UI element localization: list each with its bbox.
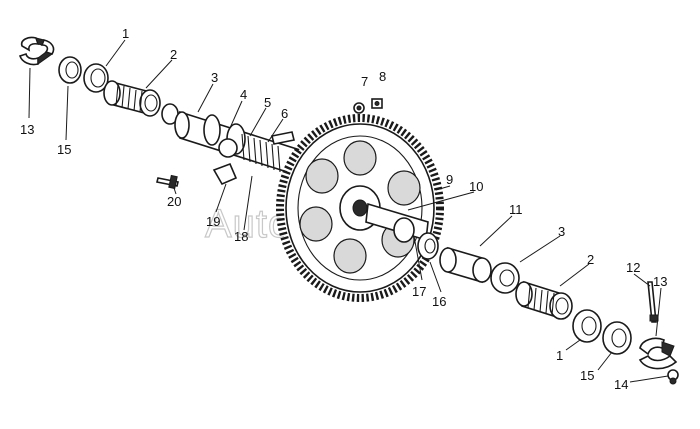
roller-bearing-left <box>103 80 161 117</box>
callout-12: 12 <box>626 260 640 275</box>
shaft-right-section <box>365 202 439 260</box>
ring-1-left <box>83 63 109 93</box>
nut-8 <box>371 98 383 109</box>
callout-15-left: 15 <box>57 142 71 157</box>
shaft-left-section <box>174 110 301 178</box>
nut-7 <box>353 102 365 114</box>
clamp-right <box>638 337 678 370</box>
ring-15-left <box>58 56 82 84</box>
callout-3-left: 3 <box>211 70 218 85</box>
callout-6: 6 <box>281 106 288 121</box>
callout-20: 20 <box>167 194 181 209</box>
callout-labels: 1 2 3 4 5 6 7 8 9 10 11 3 2 12 13 1 15 1… <box>20 26 667 392</box>
leader-lines <box>28 39 669 383</box>
washer-3-right <box>490 262 520 294</box>
callout-3-right: 3 <box>558 224 565 239</box>
callout-14: 14 <box>614 377 628 392</box>
roller-bearing-right <box>515 280 573 320</box>
callout-9: 9 <box>446 172 453 187</box>
callout-13-left: 13 <box>20 122 34 137</box>
bushing-11 <box>439 246 492 284</box>
bolt-20 <box>156 174 179 190</box>
callout-1-left: 1 <box>122 26 129 41</box>
callout-13-right: 13 <box>653 274 667 289</box>
callout-10: 10 <box>469 179 483 194</box>
callout-7: 7 <box>361 74 368 89</box>
callout-4: 4 <box>240 87 247 102</box>
callout-2-left: 2 <box>170 47 177 62</box>
callout-17: 17 <box>412 284 426 299</box>
key-pieces <box>212 131 295 186</box>
callout-1-right: 1 <box>556 348 563 363</box>
callout-5: 5 <box>264 95 271 110</box>
ring-15-right <box>602 321 632 355</box>
callout-2-right: 2 <box>587 252 594 267</box>
callout-18: 18 <box>234 229 248 244</box>
callout-8: 8 <box>379 69 386 84</box>
callout-15-right: 15 <box>580 368 594 383</box>
callout-11: 11 <box>509 202 523 217</box>
bolt-12 <box>647 281 659 323</box>
callout-19: 19 <box>206 214 220 229</box>
callout-16: 16 <box>432 294 446 309</box>
nut-14 <box>667 369 679 385</box>
ring-1-right <box>572 309 602 343</box>
clamp-left <box>18 36 55 66</box>
